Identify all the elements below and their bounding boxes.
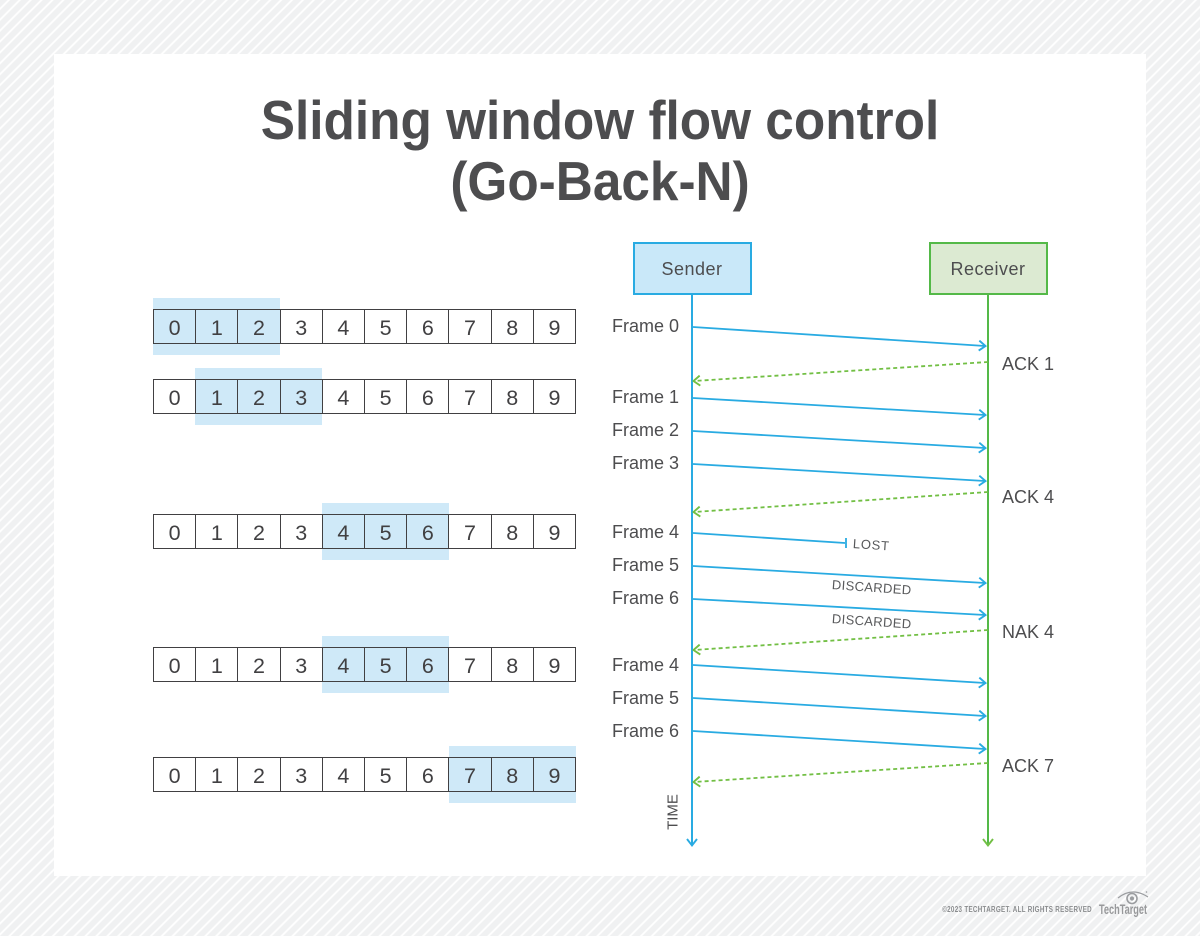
svg-text:Frame 6: Frame 6	[612, 721, 679, 741]
svg-text:Sender: Sender	[661, 259, 722, 279]
svg-text:DISCARDED: DISCARDED	[831, 577, 912, 598]
svg-text:ACK 7: ACK 7	[1002, 756, 1054, 776]
svg-text:DISCARDED: DISCARDED	[831, 611, 912, 632]
svg-text:TIME: TIME	[665, 794, 682, 830]
svg-text:Frame 4: Frame 4	[612, 655, 679, 675]
svg-text:Receiver: Receiver	[950, 259, 1025, 279]
svg-text:Frame 1: Frame 1	[612, 387, 679, 407]
svg-text:Frame 5: Frame 5	[612, 688, 679, 708]
svg-text:TechTarget: TechTarget	[1099, 902, 1147, 917]
svg-text:ACK 4: ACK 4	[1002, 487, 1054, 507]
svg-text:Frame 4: Frame 4	[612, 522, 679, 542]
svg-text:Frame 0: Frame 0	[612, 316, 679, 336]
svg-text:Frame 5: Frame 5	[612, 555, 679, 575]
svg-text:LOST: LOST	[852, 536, 890, 553]
svg-text:Frame 2: Frame 2	[612, 420, 679, 440]
svg-text:Frame 3: Frame 3	[612, 453, 679, 473]
svg-text:Frame 6: Frame 6	[612, 588, 679, 608]
svg-text:ACK 1: ACK 1	[1002, 354, 1054, 374]
svg-text:NAK 4: NAK 4	[1002, 622, 1054, 642]
